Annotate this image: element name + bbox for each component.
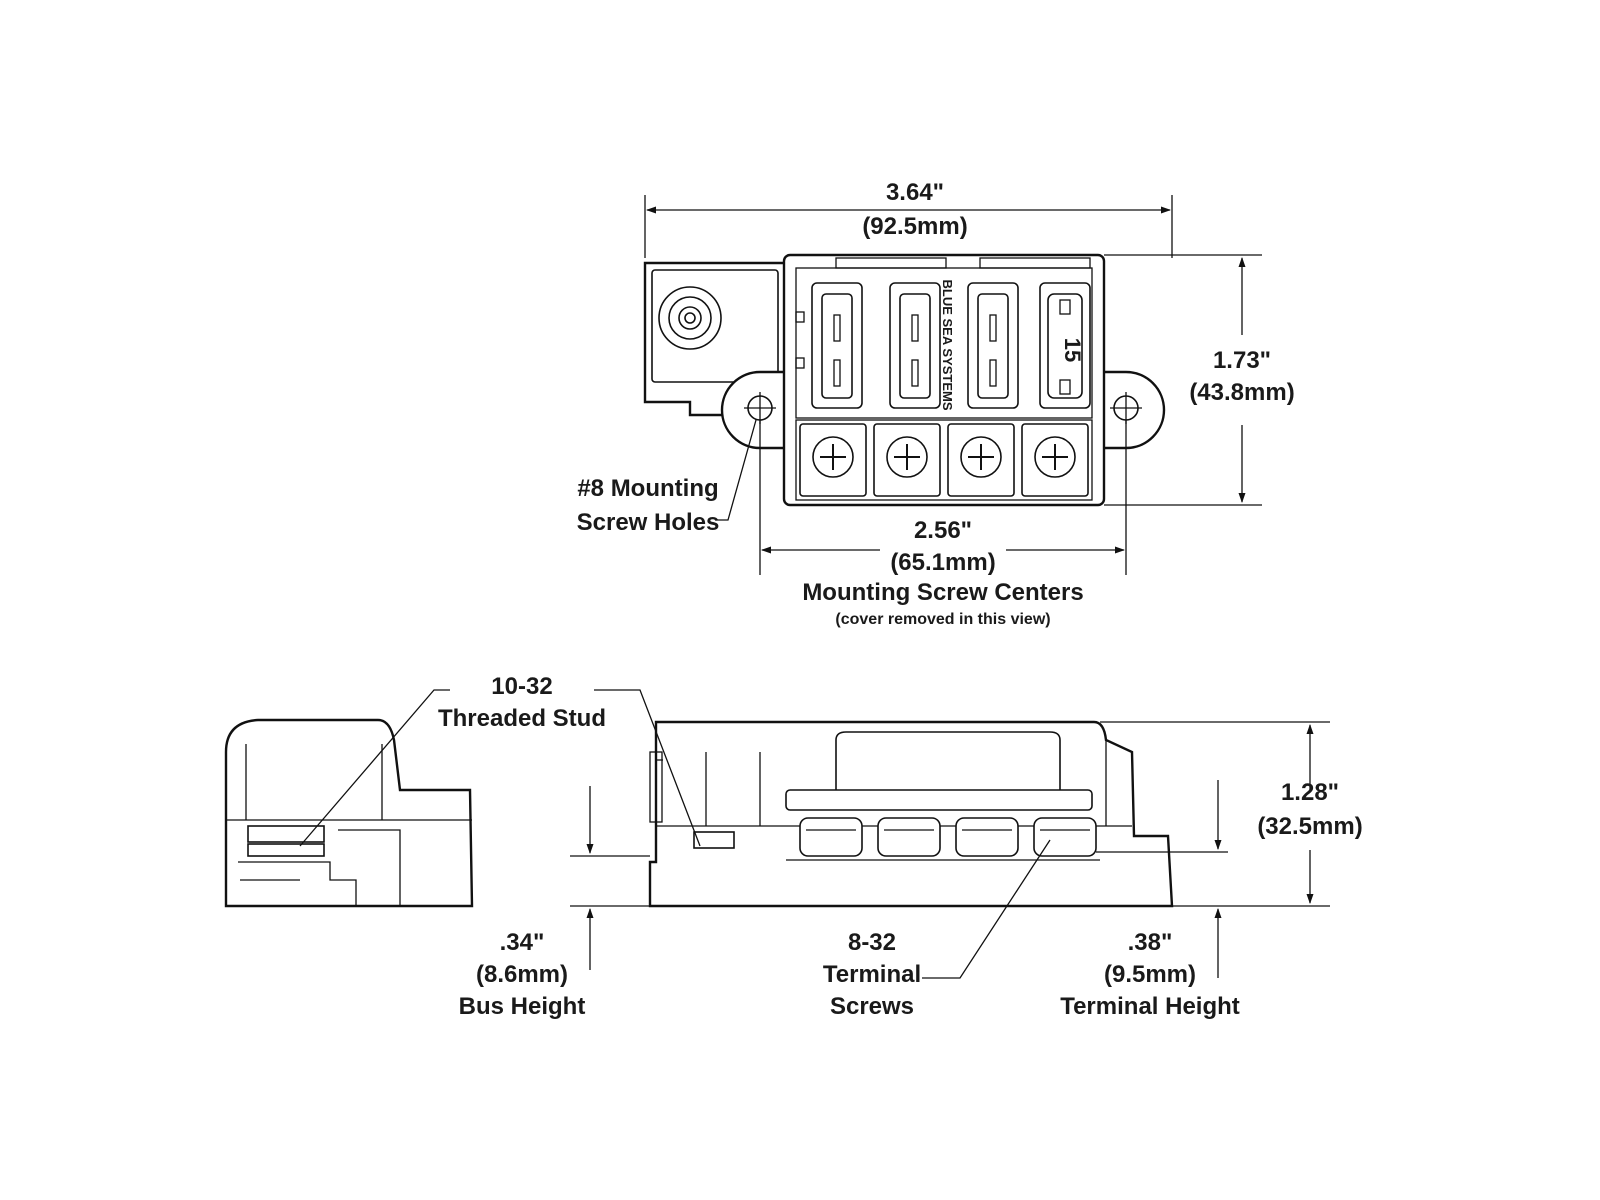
- overall-width-mm: (92.5mm): [862, 213, 967, 240]
- terminal-screw-side: [1033, 817, 1097, 857]
- terminal-height-mm: (9.5mm): [1104, 961, 1196, 988]
- fuse-slot: [889, 282, 941, 409]
- bus-height-in: .34": [500, 929, 545, 956]
- threaded-stud-label-2: Threaded Stud: [438, 705, 606, 732]
- side-view-dimensions: 10-32 Threaded Stud .34" (8.6mm) Bus Hei…: [299, 673, 1363, 1020]
- total-height-in: 1.28": [1281, 779, 1339, 806]
- terminal-screw: [799, 423, 867, 497]
- terminal-screw-side: [799, 817, 863, 857]
- mounting-holes-label-2: Screw Holes: [577, 509, 720, 536]
- overall-height-mm: (43.8mm): [1189, 379, 1294, 406]
- fuse-slot: [967, 282, 1019, 409]
- mounting-holes-label-1: #8 Mounting: [577, 475, 718, 502]
- bus-height-label: Bus Height: [459, 993, 586, 1020]
- terminal-screw-side: [877, 817, 941, 857]
- terminal-screw-side: [955, 817, 1019, 857]
- cover-removed-note: (cover removed in this view): [835, 611, 1050, 628]
- bus-height-mm: (8.6mm): [476, 961, 568, 988]
- fuse-slot: [811, 282, 863, 409]
- terminal-screws-label-2: Terminal: [823, 961, 921, 988]
- terminal-height-label: Terminal Height: [1060, 993, 1240, 1020]
- screw-centers-mm: (65.1mm): [890, 549, 995, 576]
- end-view: [224, 718, 474, 908]
- fuse-slot-with-fuse: 15: [1039, 282, 1091, 409]
- overall-height-in: 1.73": [1213, 347, 1271, 374]
- terminal-screw: [873, 423, 941, 497]
- terminal-screw: [947, 423, 1015, 497]
- threaded-stud-label-1: 10-32: [491, 673, 552, 700]
- terminal-screws-label-3: Screws: [830, 993, 914, 1020]
- screw-centers-in: 2.56": [914, 517, 972, 544]
- screw-centers-label: Mounting Screw Centers: [802, 579, 1083, 606]
- terminal-screws-label-1: 8-32: [848, 929, 896, 956]
- top-view: 15 BLUE SEA SYSTEMS: [643, 253, 1166, 507]
- top-view-dimensions: 3.64" (92.5mm) 1.73" (43.8mm) 2.56" (65.…: [577, 179, 1295, 628]
- side-view: [648, 720, 1174, 908]
- terminal-screw: [1021, 423, 1089, 497]
- overall-width-in: 3.64": [886, 179, 944, 206]
- total-height-mm: (32.5mm): [1257, 813, 1362, 840]
- fuse-rating: 15: [1060, 338, 1085, 362]
- terminal-height-in: .38": [1128, 929, 1173, 956]
- brand-logo-text: BLUE SEA SYSTEMS: [940, 280, 955, 411]
